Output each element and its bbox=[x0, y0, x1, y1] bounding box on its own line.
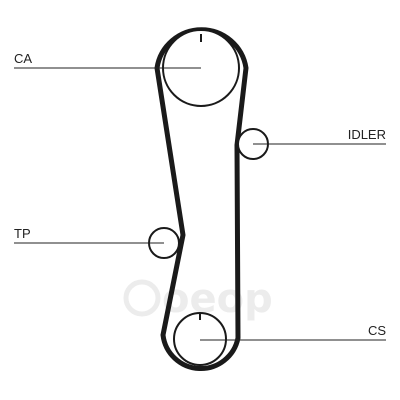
crankshaft-pulley-rim bbox=[173, 312, 227, 366]
idler-label: IDLER bbox=[348, 127, 386, 142]
cs-label: CS bbox=[368, 323, 386, 338]
watermark-logo-mark bbox=[123, 279, 161, 317]
watermark-text: oeop bbox=[162, 276, 273, 322]
crankshaft-pulley bbox=[173, 312, 227, 366]
tp-label: TP bbox=[14, 226, 31, 241]
ca-label: CA bbox=[14, 51, 32, 66]
watermark: oeop bbox=[123, 276, 273, 322]
